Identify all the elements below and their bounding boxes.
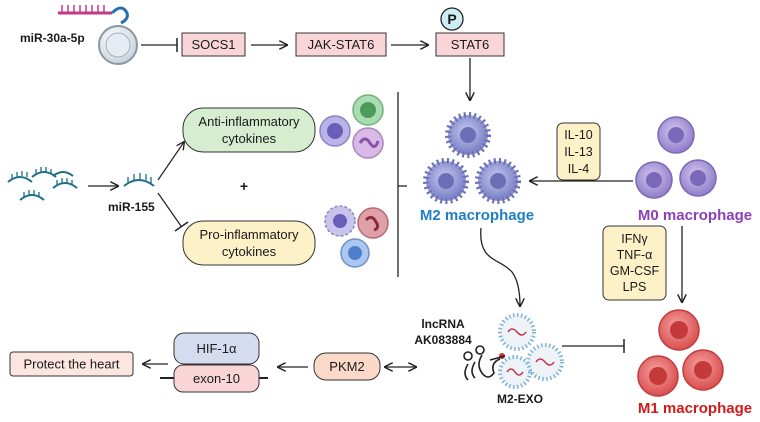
- exon-box: [173, 364, 260, 393]
- inducer-lps: LPS: [623, 280, 647, 294]
- m2-macrophage-label: M2 macrophage: [420, 207, 534, 224]
- m1-inducers-box: [602, 225, 667, 301]
- pkm2-box: [313, 352, 381, 381]
- m1-macrophage-cells: [637, 309, 724, 397]
- pro-inflammatory-cells-icon: [324, 205, 389, 268]
- inducer-gmcsf: GM-CSF: [610, 264, 660, 278]
- hif-label: HIF-1α: [196, 341, 237, 356]
- protect-heart-label: Protect the heart: [23, 357, 119, 372]
- arrow-to-anti: [157, 142, 184, 181]
- jak-stat6-box: [295, 32, 387, 57]
- anti-inflammatory-box: [182, 107, 316, 153]
- exon-label: exon-10: [193, 371, 240, 386]
- mirna-30a-label: miR-30a-5p: [20, 31, 85, 45]
- m2-macrophage-cells: [423, 112, 521, 204]
- lncrna-label-1: lncRNA: [421, 317, 465, 331]
- arrow-m2-exo: [480, 227, 520, 306]
- mir155-strands-icon: [7, 167, 78, 201]
- hif-box: [173, 332, 260, 365]
- stat6-label: STAT6: [451, 37, 490, 52]
- anti-inflammatory-cells-icon: [319, 94, 384, 159]
- anti-inflammatory-label-2: cytokines: [222, 131, 277, 146]
- inducer-ifng: IFNγ: [621, 232, 648, 246]
- phospho-badge: P: [440, 7, 464, 31]
- mir155-single-icon: [123, 173, 155, 187]
- m2-inducers-box: [556, 122, 601, 181]
- lncrna-hairpin-icon: [463, 345, 506, 381]
- m0-macrophage-cells: [635, 116, 717, 199]
- anti-inflammatory-label-1: Anti-inflammatory: [198, 114, 300, 129]
- bracket-line: [397, 92, 407, 277]
- m1-macrophage-label: M1 macrophage: [638, 400, 752, 417]
- m2-exosomes-icon: [498, 313, 564, 389]
- plus-sign: +: [240, 178, 248, 194]
- jak-stat6-label: JAK-STAT6: [308, 37, 375, 52]
- protect-heart-box: [9, 351, 134, 377]
- mir155-label: miR-155: [108, 200, 155, 214]
- m0-macrophage-label: M0 macrophage: [638, 207, 752, 224]
- pro-inflammatory-label-1: Pro-inflammatory: [200, 227, 299, 242]
- m2-exo-label: M2-EXO: [497, 392, 543, 406]
- inducer-il4: IL-4: [568, 162, 590, 176]
- inducer-il10: IL-10: [564, 128, 593, 142]
- phospho-label: P: [447, 11, 456, 27]
- mirna-vesicle-icon: [58, 5, 138, 65]
- inducer-il13: IL-13: [564, 145, 593, 159]
- lncrna-label-2: AK083884: [414, 333, 472, 347]
- pro-inflammatory-box: [182, 220, 316, 266]
- pkm2-label: PKM2: [329, 359, 364, 374]
- socs1-box: [181, 32, 246, 57]
- stat6-box: [435, 32, 505, 57]
- inhibit-pro-line: [157, 192, 182, 227]
- pro-inflammatory-label-2: cytokines: [222, 244, 277, 259]
- socs1-label: SOCS1: [191, 37, 235, 52]
- inhibit-pro-bar: [174, 221, 189, 232]
- inducer-tnfa: TNF-α: [617, 248, 653, 262]
